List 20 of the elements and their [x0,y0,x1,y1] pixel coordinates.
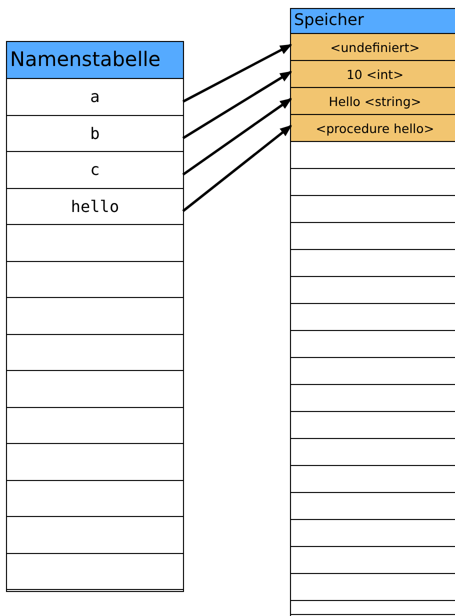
table [290,8,455,616]
variable-name: hello [70,196,120,216]
variable-name: a [90,87,100,106]
table-row [291,115,455,142]
memory-value: 10 <int> [346,66,404,82]
memory-value: <procedure hello> [316,120,434,136]
table-header: Namenstabelle [7,42,183,79]
table [6,41,184,592]
table-header: Speicher [291,9,455,34]
table-row [291,88,455,115]
memory-value: Hello <string> [328,94,422,108]
table-row [291,61,455,88]
arrow [182,124,292,212]
variable-name: c [90,160,100,180]
table-row [291,34,455,61]
arrow [182,44,292,103]
arrow [182,98,292,176]
memory-value: <undefiniert> [330,40,420,54]
variable-name: b [90,124,100,143]
arrow [182,70,292,140]
